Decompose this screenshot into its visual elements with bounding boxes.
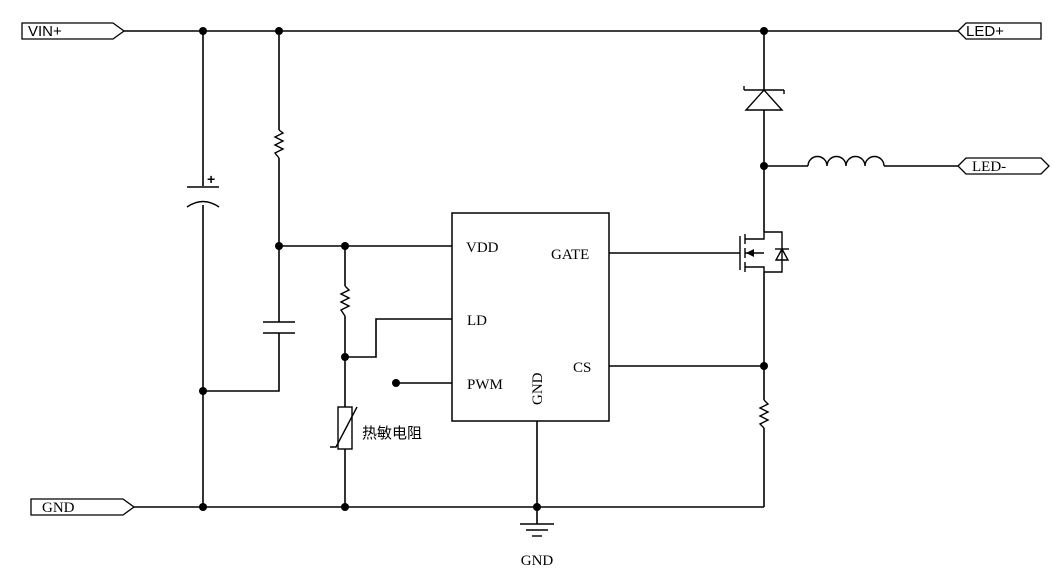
junctions (199, 27, 768, 511)
ground-symbol-label: GND (521, 553, 554, 569)
port-led-minus-label: LED- (972, 159, 1006, 175)
port-gnd: GND (30, 498, 136, 516)
junction-dot (392, 379, 400, 387)
ic-pin-ld: LD (467, 313, 487, 329)
driver-ic: VDD LD PWM GATE CS GND (451, 212, 610, 422)
sense-resistor (758, 399, 770, 429)
capacitor-c2 (263, 321, 295, 334)
junction-dot (760, 162, 768, 170)
thermistor: 热敏电阻 (330, 406, 422, 450)
port-vin-plus: VIN+ (21, 22, 126, 40)
junction-dot (760, 27, 768, 35)
ic-pin-pwm: PWM (467, 377, 503, 393)
junction-dot (341, 353, 349, 361)
port-led-plus: LED+ (957, 22, 1042, 40)
port-vin-plus-label: VIN+ (28, 23, 62, 40)
thermistor-label: 热敏电阻 (362, 425, 422, 442)
junction-dot (275, 27, 283, 35)
resistor-r2 (339, 285, 351, 317)
mosfet-body-arrow (746, 249, 754, 257)
ic-pin-vdd: VDD (466, 240, 499, 256)
junction-dot (199, 27, 207, 35)
ground-symbol: GND (520, 523, 554, 569)
capacitor-polarity-mark: + (207, 171, 215, 187)
inductor (807, 155, 885, 167)
wire-ld (345, 318, 452, 358)
junction-dot (199, 503, 207, 511)
freewheel-diode (743, 86, 785, 111)
ic-pin-cs: CS (573, 360, 591, 376)
junction-dot (199, 387, 207, 395)
junction-dot (275, 242, 283, 250)
port-led-plus-label: LED+ (966, 23, 1004, 40)
port-led-minus: LED- (957, 157, 1050, 175)
junction-dot (341, 503, 349, 511)
ic-pin-gnd: GND (530, 372, 546, 405)
electrolytic-capacitor: + (186, 171, 220, 208)
port-gnd-label: GND (42, 500, 75, 516)
driver-ic-body (451, 212, 610, 422)
resistor-r1 (273, 129, 285, 159)
n-mosfet (739, 231, 790, 273)
junction-dot (533, 503, 541, 511)
wire-c2-bottom (203, 333, 280, 392)
junction-dot (341, 242, 349, 250)
junction-dot (760, 362, 768, 370)
ic-pin-gate: GATE (551, 247, 589, 263)
